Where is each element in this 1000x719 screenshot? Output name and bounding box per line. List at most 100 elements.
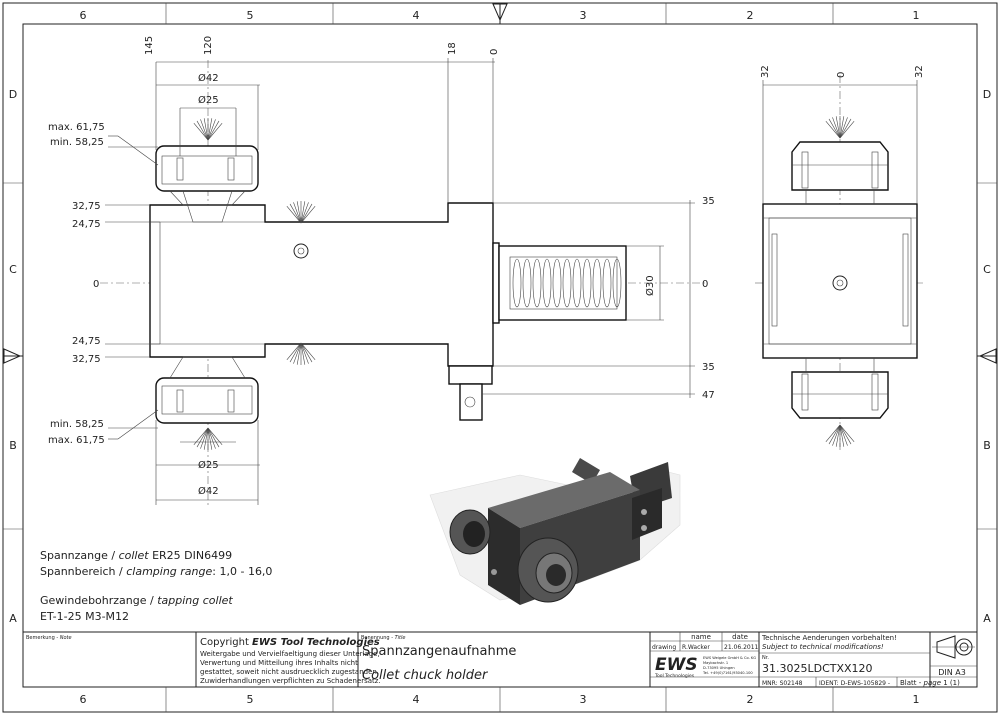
dim-18: 18 (447, 42, 458, 55)
dim-max-bottom: max. 61,75 (48, 435, 105, 446)
copyright-line: Verwertung und Mitteilung ihres Inhalts … (200, 659, 358, 667)
copyright-heading: Copyright EWS Tool Technologies (200, 637, 380, 648)
coolant-spray-ray (300, 342, 316, 361)
dim-2475-top: 24,75 (72, 219, 101, 230)
coolant-spray-ray (835, 424, 841, 447)
sheet-number: Blatt - page 1 (1) (900, 679, 960, 687)
coolant-spray-ray (825, 120, 841, 139)
coolant-spray-ray (839, 117, 848, 139)
coolant-spray-ray (207, 122, 223, 141)
note-tapping-size: ET-1-25 M3-M12 (40, 610, 129, 623)
coolant-spray-ray (839, 424, 855, 443)
ews-logo: EWS (655, 655, 698, 675)
coolant-spray-ray (300, 202, 309, 224)
drawing-row-label: drawing (652, 644, 676, 651)
ident: IDENT: D-EWS-105829 - (819, 680, 890, 687)
serration-tooth (532, 258, 542, 308)
dim-min-bottom: min. 58,25 (50, 419, 104, 430)
col-label-top: 2 (747, 9, 754, 22)
coolant-spray-ray (286, 205, 302, 224)
col-date-header: date (732, 633, 748, 641)
coolant-spray-ray (300, 201, 306, 224)
dim-47: 47 (702, 390, 715, 401)
dim-phi25-top: Ø25 (198, 94, 219, 106)
title-block (23, 631, 977, 687)
notice-english: Subject to technical modifications! (762, 643, 884, 651)
serration-tooth (562, 258, 572, 308)
row-label-left: C (9, 263, 17, 276)
title-german: Spannzangenaufnahme (362, 644, 516, 659)
col-label-bottom: 3 (580, 693, 587, 706)
col-label-top: 4 (413, 9, 420, 22)
shank-serration (512, 258, 622, 308)
dim-120: 120 (203, 36, 214, 55)
title-block-texts: Bemerkung - Note Copyright EWS Tool Tech… (26, 633, 966, 687)
serration-tooth (602, 258, 612, 308)
col-label-bottom: 5 (247, 693, 254, 706)
coolant-spray-ray (293, 202, 302, 224)
note-tapping-collet: Gewindebohrzange / tapping collet (40, 594, 233, 607)
dim-0-top: 0 (489, 49, 500, 55)
side-dimension-texts: 32 0 32 (760, 65, 925, 78)
coolant-spray-ray (207, 118, 213, 141)
coolant-spray-ray (300, 342, 313, 363)
col-label-bottom: 1 (913, 693, 920, 706)
coolant-spray-ray (300, 342, 306, 365)
serration-tooth (542, 258, 552, 308)
row-label-right: D (983, 88, 991, 101)
coolant-spray-ray (200, 427, 209, 449)
coolant-spray-ray (839, 118, 852, 139)
dim-phi42-bottom: Ø42 (198, 485, 219, 497)
paper-format: DIN A3 (938, 668, 966, 677)
coolant-spray-ray (300, 342, 309, 364)
serration-tooth (582, 258, 592, 308)
company-address: Tel. +49(0)7161/93040-100 (702, 671, 753, 675)
copyright-line: Zuwiderhandlungen verpflichten zu Schade… (200, 677, 381, 685)
title-label: Benennung - Title (361, 635, 405, 641)
coolant-spray-ray (832, 424, 841, 446)
serration-tooth (612, 258, 622, 308)
coolant-spray-ray (835, 116, 841, 139)
coolant-spray-ray (300, 203, 313, 224)
coolant-spray-ray (200, 119, 209, 141)
coolant-spray-ray (286, 342, 302, 361)
coolant-spray-ray (832, 117, 841, 139)
row-label-right: A (983, 612, 991, 625)
serration-tooth (512, 258, 522, 308)
coolant-spray-ray (825, 424, 841, 443)
row-label-right: B (983, 439, 991, 452)
dim-32-right: 32 (914, 65, 925, 78)
col-label-bottom: 4 (413, 693, 420, 706)
row-label-left: B (9, 439, 17, 452)
coolant-spray-ray (193, 122, 209, 141)
coolant-spray-ray (207, 427, 213, 450)
nr-label: Nr. (762, 655, 769, 661)
mnr: MNR: S02148 (762, 680, 803, 687)
dim-3275-top: 32,75 (72, 201, 101, 212)
dim-145: 145 (144, 36, 155, 55)
col-label-top: 3 (580, 9, 587, 22)
copyright-line: gestattet, soweit nicht ausdruecklich zu… (200, 668, 379, 676)
part-number: 31.3025LDCTXX120 (762, 662, 873, 675)
notice-german: Technische Aenderungen vorbehalten! (761, 634, 897, 642)
coolant-spray-ray (289, 203, 302, 224)
dim-max-top: max. 61,75 (48, 122, 105, 133)
coolant-spray-ray (207, 427, 223, 446)
coolant-spray-ray (296, 201, 302, 224)
serration-tooth (522, 258, 532, 308)
coolant-spray-ray (839, 120, 855, 139)
coolant-spray-ray (207, 427, 220, 448)
drawn-date: 21.06.2011 (724, 644, 759, 651)
coolant-spray-ray (300, 205, 316, 224)
col-label-top: 1 (913, 9, 920, 22)
side-view (755, 75, 925, 450)
front-view (100, 60, 705, 505)
coolant-spray-ray (839, 424, 852, 445)
row-label-left: D (9, 88, 17, 101)
coolant-spray-ray (839, 116, 845, 139)
col-label-bottom: 6 (80, 693, 87, 706)
col-label-top: 6 (80, 9, 87, 22)
coolant-spray-ray (207, 119, 216, 141)
